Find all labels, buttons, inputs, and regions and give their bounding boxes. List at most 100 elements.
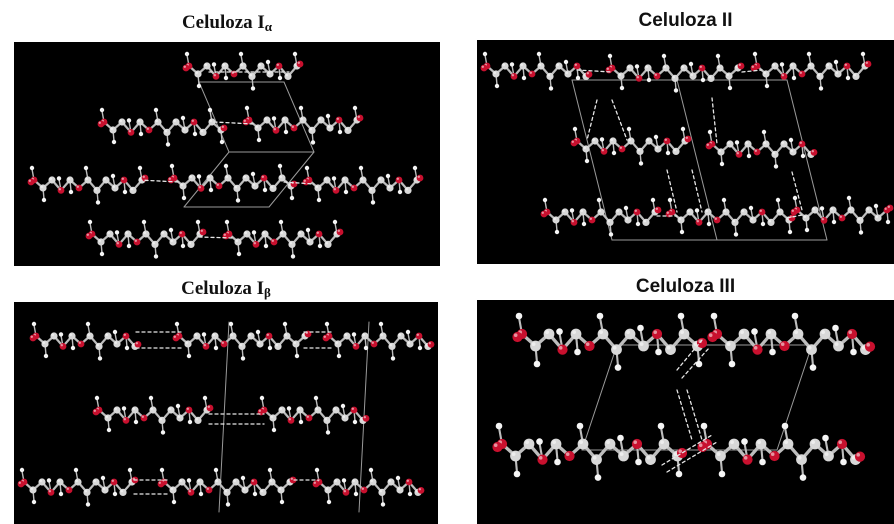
carbon-atom [404,186,412,194]
hydrogen-atom-highlight [42,198,44,200]
carbon-atom-highlight [182,127,186,130]
carbon-atom-highlight [716,452,721,456]
hydrogen-atom [112,491,118,497]
hydrogen-atom-highlight [846,76,848,78]
oxygen-atom-highlight [313,481,316,484]
hydrogen-atom-highlight [278,76,281,78]
hydrogen-bond [576,69,613,73]
carbon-atom [324,240,332,248]
hydrogen-atom-highlight [327,500,330,502]
carbon-atom-highlight [103,177,106,181]
hydrogen-atom-highlight [176,404,178,406]
hydrogen-atom-highlight [666,151,668,153]
oxygen-atom [122,332,130,340]
hydrogen-atom-highlight [237,252,239,254]
hydrogen-atom-highlight [32,500,34,502]
hydrogen-atom-highlight [495,84,497,86]
hydrogen-atom-highlight [44,354,46,356]
hydrogen-bond [611,99,628,141]
carbon-atom [194,416,202,424]
carbon-atom [83,488,91,496]
hydrogen-atom [791,75,797,81]
carbon-atom-highlight [740,330,744,334]
hydrogen-atom-highlight [689,62,691,64]
oxygen-atom-highlight [856,453,860,457]
carbon-atom-highlight [378,177,381,181]
carbon-atom [158,416,166,424]
carbon-atom [314,184,322,192]
carbon-atom-highlight [556,63,559,66]
carbon-atom [597,208,605,216]
hydrogen-atom [494,83,500,89]
carbon-atom [181,126,189,134]
hydrogen-atom-highlight [352,332,355,335]
carbon-atom-highlight [234,185,238,189]
hydrogen-atom-highlight [193,132,195,134]
hydrogen-atom-highlight [716,54,718,56]
carbon-atom [263,116,271,124]
hydrogen-atom [198,491,204,497]
hydrogen-atom-highlight [364,346,367,348]
oxygen-atom-highlight [276,63,279,66]
hydrogen-atom-highlight [127,118,129,121]
oxygen-atom-highlight [198,186,201,189]
oxygen-atom-highlight [141,415,144,418]
carbon-atom-highlight [42,341,45,344]
carbon-atom [223,488,231,496]
hydrogen-atom-highlight [311,140,314,143]
carbon-atom [66,176,74,184]
oxygen-atom-highlight [336,117,339,120]
oxygen-atom [600,148,608,155]
carbon-atom [406,340,414,348]
hydrogen-atom [614,364,622,371]
oxygen-atom-highlight [636,76,639,79]
oxygen-atom [215,182,223,190]
hydrogen-atom-highlight [122,406,125,409]
oxygen-atom-highlight [685,136,688,139]
carbon-atom-highlight [547,73,550,77]
hydrogen-atom [741,438,748,445]
carbon-atom [109,126,117,134]
hydrogen-atom [153,254,159,259]
oxygen-atom-highlight [121,177,124,180]
hydrogen-atom [94,395,100,401]
carbon-atom-highlight [257,341,260,344]
carbon-atom-highlight [735,65,738,68]
carbon-atom [104,332,112,340]
hydrogen-atom-highlight [676,471,679,474]
hydrogen-atom [694,208,700,213]
oxygen-atom [557,344,568,355]
carbon-atom [179,182,187,190]
hydrogen-atom-highlight [774,164,776,167]
carbon-atom [819,328,831,340]
carbon-atom [397,332,405,340]
oxygen-atom [810,149,818,156]
carbon-atom [665,344,676,355]
hydrogen-atom [818,86,824,91]
oxygen-atom [570,219,578,226]
carbon-atom [806,344,817,355]
hydrogen-atom-highlight [236,198,238,201]
carbon-atom [762,70,770,78]
carbon-atom-highlight [660,440,664,444]
carbon-atom [825,62,833,70]
hydrogen-atom [353,491,359,497]
oxygen-atom [540,210,548,218]
carbon-atom-highlight [643,219,646,223]
hydrogen-atom [127,467,133,473]
carbon-atom-highlight [102,487,105,490]
carbon-atom [224,174,232,182]
carbon-atom [638,340,649,352]
carbon-atom [241,486,249,494]
hydrogen-atom-highlight [789,138,791,140]
oxygen-atom [836,438,848,450]
oxygen-atom-highlight [865,61,868,64]
carbon-atom-highlight [763,71,766,74]
oxygen-atom [27,178,35,186]
oxygen-atom-highlight [306,415,309,418]
carbon-atom [95,342,103,350]
hydrogen-atom-highlight [181,116,183,119]
hydrogen-atom [806,51,812,57]
hydrogen-atom [759,458,766,466]
